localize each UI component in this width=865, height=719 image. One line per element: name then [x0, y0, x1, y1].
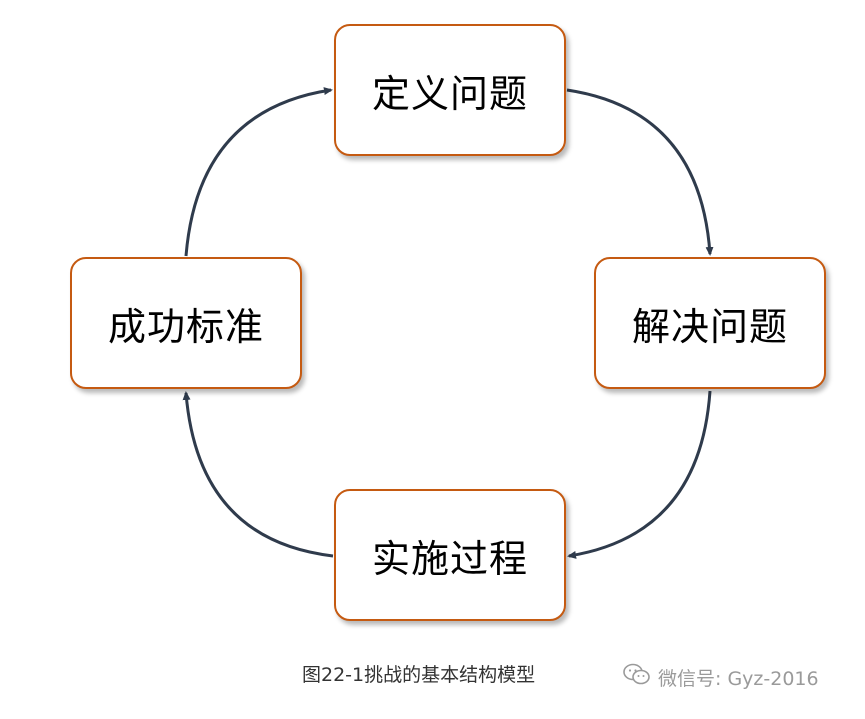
node-define-label: 定义问题	[371, 71, 528, 116]
arrow-define-to-solve	[566, 88, 714, 256]
node-implementation-process: 实施过程	[334, 489, 566, 621]
watermark: 微信号: Gyz-2016	[622, 662, 819, 693]
node-solve-problem: 解决问题	[594, 257, 826, 389]
node-define-problem: 定义问题	[334, 24, 566, 156]
node-success-criteria: 成功标准	[70, 257, 302, 389]
node-solve-label: 解决问题	[631, 304, 788, 349]
figure-caption: 图22-1挑战的基本结构模型	[302, 664, 536, 686]
node-implement-label: 实施过程	[371, 536, 528, 581]
watermark-text: 微信号: Gyz-2016	[658, 668, 819, 690]
arrow-success-to-define	[184, 87, 333, 257]
arrow-solve-to-implement	[567, 390, 712, 559]
node-success-label: 成功标准	[107, 304, 264, 349]
wechat-icon	[622, 662, 658, 693]
arrow-implement-to-success	[182, 391, 334, 558]
